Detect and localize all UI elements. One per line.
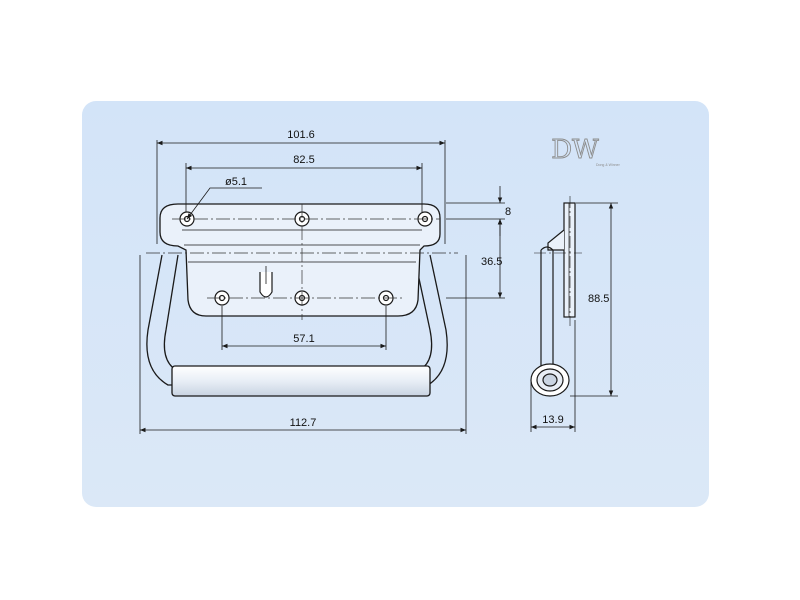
grip-section bbox=[530, 363, 570, 397]
side-plate bbox=[563, 202, 576, 318]
logo-mark: DW bbox=[551, 135, 599, 165]
center-lines bbox=[146, 204, 458, 320]
logo-tagline: Dong & Winner bbox=[596, 163, 621, 167]
extension-lines bbox=[139, 140, 505, 434]
dim-hole-diameter: ø5.1 bbox=[225, 176, 247, 188]
dim-lower-holes: 57.1 bbox=[293, 333, 314, 345]
dim-depth: 13.9 bbox=[542, 414, 563, 426]
mounting-plate bbox=[159, 203, 441, 317]
front-view bbox=[146, 203, 448, 397]
latch-slot bbox=[259, 272, 273, 298]
dim-edge-offset: 8 bbox=[505, 206, 511, 218]
dim-overall-top: 101.6 bbox=[287, 129, 315, 141]
handle-grip bbox=[171, 365, 431, 397]
dim-overall-bottom: 112.7 bbox=[290, 417, 317, 429]
dim-hole-row-spacing: 36.5 bbox=[481, 256, 502, 268]
side-view bbox=[530, 196, 582, 397]
brand-logo: DW Dong & Winner bbox=[551, 135, 621, 167]
dimension-lines bbox=[140, 140, 503, 433]
side-dimension-lines bbox=[530, 202, 618, 432]
dim-height: 88.5 bbox=[588, 293, 609, 305]
dim-outer-holes: 82.5 bbox=[293, 154, 314, 166]
handle-left-arm bbox=[146, 254, 176, 386]
